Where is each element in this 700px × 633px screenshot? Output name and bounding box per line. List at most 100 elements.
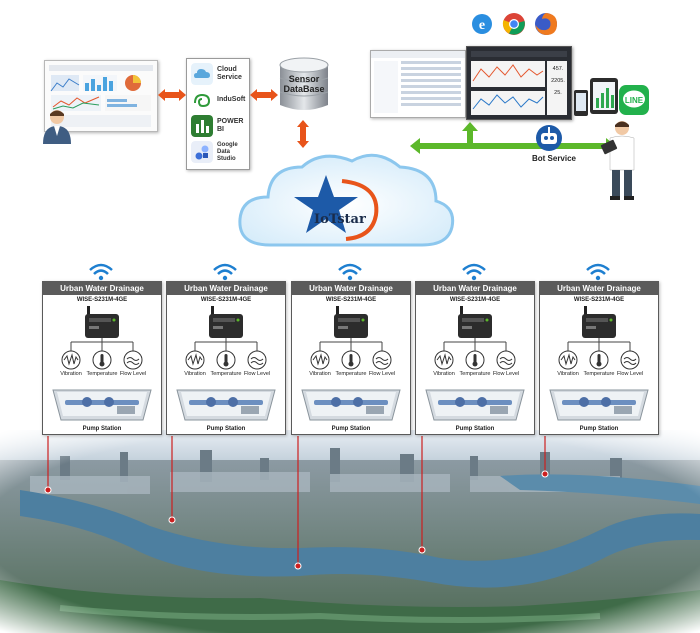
vibration-label: Vibration xyxy=(184,371,206,377)
station-node-1: Urban Water Drainage WISE-S231M-4GE Vibr… xyxy=(42,281,162,435)
station-node-4: Urban Water Drainage WISE-S231M-4GE Vibr… xyxy=(415,281,535,435)
pump-station-icon xyxy=(549,389,649,421)
iotstar-cloud xyxy=(238,153,455,247)
pump-station-icon xyxy=(52,389,152,421)
cloud-service-label: Cloud Service xyxy=(217,66,242,81)
flow-level-label: Flow Level xyxy=(243,371,271,377)
station-node-2: Urban Water Drainage WISE-S231M-4GE Vibr… xyxy=(166,281,286,435)
flow-level-sensor-icon xyxy=(620,350,640,370)
services-panel: Cloud Service InduSoft POWER BI Google D… xyxy=(186,58,250,170)
firefox-browser-icon xyxy=(535,13,557,35)
flow-level-label: Flow Level xyxy=(119,371,147,377)
pump-station-icon xyxy=(301,389,401,421)
location-marker-4 xyxy=(418,546,426,554)
rtu-device-icon xyxy=(209,306,243,338)
iotstar-logo-text: IoTstar xyxy=(314,212,366,227)
wireless-signal-icon-5 xyxy=(586,263,610,281)
bot-service-icon xyxy=(536,125,562,151)
person-with-tablet-icon xyxy=(600,121,635,200)
user-avatar-icon xyxy=(43,110,71,144)
location-marker-5 xyxy=(541,470,549,478)
dashboard-value-3: 25. xyxy=(554,90,562,96)
indusoft-icon xyxy=(191,89,213,111)
sensor-connectors xyxy=(319,338,383,352)
flow-level-sensor-icon xyxy=(496,350,516,370)
web-dashboard-list xyxy=(370,50,466,118)
tablet-icon xyxy=(590,78,618,114)
vibration-sensor-icon xyxy=(185,350,205,370)
google-data-studio-icon xyxy=(191,141,213,163)
double-arrow-database-cloud xyxy=(297,120,309,148)
vibration-sensor-icon xyxy=(61,350,81,370)
web-dashboard-dark: 457. 2205. 25. xyxy=(466,46,572,120)
database-cylinder-icon xyxy=(279,57,329,110)
temperature-label: Temperature xyxy=(459,371,491,377)
temperature-sensor-icon xyxy=(589,350,609,370)
station-title: Urban Water Drainage xyxy=(43,282,161,295)
pump-station-label: Pump Station xyxy=(82,426,122,432)
pump-station-icon xyxy=(176,389,276,421)
wireless-signal-icon-1 xyxy=(89,263,113,281)
rtu-device-icon xyxy=(334,306,368,338)
station-location-lines xyxy=(44,436,549,570)
google-data-studio-label: Google Data Studio xyxy=(217,141,238,162)
sensor-connectors xyxy=(194,338,258,352)
vibration-sensor-icon xyxy=(434,350,454,370)
flow-level-sensor-icon xyxy=(372,350,392,370)
temperature-sensor-icon xyxy=(92,350,112,370)
indusoft-label: InduSoft xyxy=(217,96,246,103)
vibration-label: Vibration xyxy=(557,371,579,377)
sensor-connectors xyxy=(70,338,134,352)
temperature-sensor-icon xyxy=(465,350,485,370)
power-bi-label: POWER BI xyxy=(217,118,244,133)
dashboard-charts-icon xyxy=(49,65,153,127)
ie-browser-icon: e xyxy=(472,14,492,34)
station-node-3: Urban Water Drainage WISE-S231M-4GE Vibr… xyxy=(291,281,411,435)
vibration-label: Vibration xyxy=(309,371,331,377)
station-node-5: Urban Water Drainage WISE-S231M-4GE Vibr… xyxy=(539,281,659,435)
green-double-arrow xyxy=(410,138,616,154)
station-title: Urban Water Drainage xyxy=(167,282,285,295)
sensor-database-label: Sensor DataBase xyxy=(283,74,325,94)
temperature-sensor-icon xyxy=(216,350,236,370)
cloud-service-icon xyxy=(191,63,213,85)
temperature-label: Temperature xyxy=(583,371,615,377)
wireless-signal-icon-4 xyxy=(462,263,486,281)
temperature-label: Temperature xyxy=(86,371,118,377)
vibration-sensor-icon xyxy=(558,350,578,370)
flow-level-label: Flow Level xyxy=(368,371,396,377)
flow-level-sensor-icon xyxy=(247,350,267,370)
pump-station-label: Pump Station xyxy=(455,426,495,432)
green-up-arrow xyxy=(462,122,478,148)
double-arrow-dashboard-services xyxy=(158,89,186,101)
device-model-label: WISE-S231M-4GE xyxy=(449,297,501,303)
rtu-device-icon xyxy=(85,306,119,338)
rtu-device-icon xyxy=(582,306,616,338)
chrome-browser-icon xyxy=(502,13,525,35)
device-model-label: WISE-S231M-4GE xyxy=(325,297,377,303)
temperature-label: Temperature xyxy=(210,371,242,377)
vibration-sensor-icon xyxy=(310,350,330,370)
web-trend-chart-icon xyxy=(471,51,567,115)
pump-station-icon xyxy=(425,389,525,421)
wireless-signal-icon-2 xyxy=(213,263,237,281)
station-title: Urban Water Drainage xyxy=(416,282,534,295)
pump-station-label: Pump Station xyxy=(331,426,371,432)
location-marker-2 xyxy=(168,516,176,524)
device-model-label: WISE-S231M-4GE xyxy=(573,297,625,303)
vibration-label: Vibration xyxy=(433,371,455,377)
device-model-label: WISE-S231M-4GE xyxy=(200,297,252,303)
temperature-label: Temperature xyxy=(335,371,367,377)
city-panorama-image xyxy=(0,430,700,633)
sensor-connectors xyxy=(567,338,631,352)
location-marker-1 xyxy=(44,486,52,494)
sensor-connectors xyxy=(443,338,507,352)
vibration-label: Vibration xyxy=(60,371,82,377)
line-label: LINE xyxy=(624,96,644,105)
device-model-label: WISE-S231M-4GE xyxy=(76,297,128,303)
pump-station-label: Pump Station xyxy=(206,426,246,432)
analytics-dashboard xyxy=(44,60,158,132)
line-app-icon xyxy=(619,85,649,115)
dashboard-value-2: 2205. xyxy=(551,78,565,84)
bot-service-label: Bot Service xyxy=(531,154,577,163)
